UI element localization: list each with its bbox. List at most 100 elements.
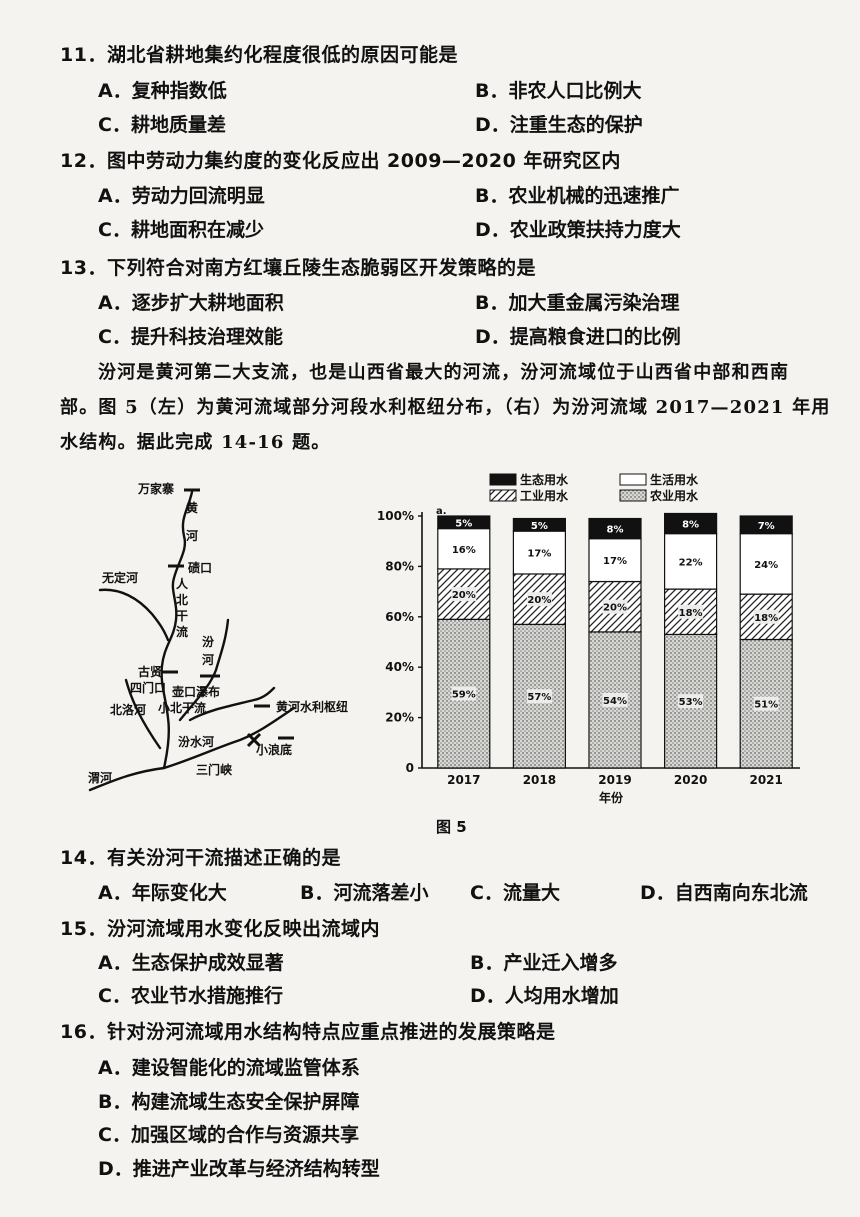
label-wudinghe: 无定河 [101,570,138,585]
q13-option-c: C．提升科技治理效能 [98,326,283,348]
lower-yellow-river-path [162,706,296,770]
q16-option-d: D．推进产业改革与经济结构转型 [98,1158,380,1180]
label-gan: 干 [176,609,188,623]
data-label-bg [451,541,477,556]
upper-east-path [188,686,276,722]
y-tick-label: 20% [385,711,414,725]
x-axis-title: 年份 [599,790,624,805]
beiluo-river-path [124,678,162,750]
bar-segment [664,512,718,535]
label-fenshui: 汾水河 [178,734,214,749]
passage-line-3: 水结构。据此完成 14-16 题。 [60,432,331,453]
data-label: 16% [452,545,476,556]
data-label: 59% [452,690,476,701]
x-tick-label: 2021 [749,773,782,787]
q15-stem: 15．汾河流域用水变化反映出流域内 [60,918,380,940]
label-fen: 汾 [202,634,214,649]
data-label-bg [602,692,628,707]
data-label-bg [753,609,779,624]
bar-segment [512,517,566,532]
data-label-bg [602,553,628,568]
q13-option-b: B．加大重金属污染治理 [475,292,680,314]
bar-segment [437,515,491,530]
wei-river-path [88,766,166,792]
label-sanmenxia: 三门峡 [196,762,232,777]
fen-river-path [178,618,230,722]
q15-option-b: B．产业迁入增多 [470,952,618,974]
q12-stem: 12．图中劳动力集约度的变化反应出 2009—2020 年研究区内 [60,150,621,172]
data-label: 20% [452,590,476,601]
q15-option-c: C．农业节水措施推行 [98,985,283,1007]
data-label: 54% [603,696,627,707]
data-label: 20% [527,595,551,606]
data-label-bg [526,592,552,607]
q16-option-b: B．构建流域生态安全保护屏障 [98,1091,360,1113]
q14-option-d: D．自西南向东北流 [640,882,808,904]
x-tick-label: 2017 [447,773,480,787]
data-label: 8% [607,525,624,536]
dam-sanmenxia-marker-2 [246,732,262,748]
passage-line-1: 汾河是黄河第二大支流，也是山西省最大的河流，汾河流域位于山西省中部和西南 [98,362,790,383]
q13-option-a: A．逐步扩大耕地面积 [98,292,284,314]
label-guxian: 古贤 [138,664,162,679]
figure-caption: 图 5 [436,818,467,836]
q14-option-b: B．河流落差小 [300,882,429,904]
q11-option-c: C．耕地质量差 [98,114,226,136]
bar-segment [588,517,642,540]
y-tick-label: 60% [385,610,414,624]
q12-option-d: D．农业政策扶持力度大 [475,219,681,241]
data-label: 53% [679,697,703,708]
q13-stem: 13．下列符合对南方红壤丘陵生态脆弱区开发策略的是 [60,257,536,279]
q12-option-c: C．耕地面积在减少 [98,219,264,241]
x-tick-label: 2019 [598,773,631,787]
label-liu: 流 [176,624,188,639]
data-label-bg [678,604,704,619]
data-label-bg [451,686,477,701]
yellow-river-path [160,490,194,770]
data-label: 17% [603,556,627,567]
label-he: 河 [185,528,198,543]
q14-stem: 14．有关汾河干流描述正确的是 [60,847,341,869]
data-label: 57% [527,692,551,703]
data-label-bg [753,556,779,571]
legend-swatch [619,489,647,502]
label-bei: 北 [176,592,188,607]
legend-swatch [489,473,517,486]
q15-option-a: A．生态保护成效显著 [98,952,284,974]
data-label: 24% [754,560,778,571]
label-xiaobeiganliu: 小北干流 [158,700,206,715]
label-ren: 人 [176,576,189,591]
passage-line-2: 部。图 5（左）为黄河流域部分河段水利枢纽分布，（右）为汾河流域 2017—20… [60,397,831,418]
q14-option-a: A．年际变化大 [98,882,227,904]
label-legend-dam: 黄河水利枢纽 [276,699,348,714]
data-label: 18% [679,608,703,619]
label-huang: 黄 [186,500,198,515]
y-tick-label: 40% [385,660,414,674]
data-label: 51% [754,700,778,711]
label-beiluohe: 北洛河 [110,702,146,717]
bar-segment [739,515,793,535]
data-label-bg [602,599,628,614]
data-label: 5% [531,521,548,532]
data-label: 18% [754,613,778,624]
label-weihe: 渭河 [88,770,112,785]
data-label-bg [526,545,552,560]
data-label-bg [451,587,477,602]
wuding-river-path [98,588,170,642]
data-label: 5% [455,518,472,529]
q11-option-d: D．注重生态的保护 [475,114,643,136]
q12-option-b: B．农业机械的迅速推广 [475,185,680,207]
data-label: 8% [682,520,699,531]
q16-stem: 16．针对汾河流域用水结构特点应重点推进的发展策略是 [60,1021,556,1043]
q11-option-b: B．非农人口比例大 [475,80,642,102]
legend-label: 工业用水 [520,488,569,503]
y-tick-label: 100% [377,509,414,523]
data-label: 17% [527,549,551,560]
q12-option-a: A．劳动力回流明显 [98,185,265,207]
panel-tag: a. [436,506,447,517]
water-structure-chart: 生态用水生活用水工业用水农业用水 020%40%60%80%100%年份a. 5… [377,472,800,805]
label-simenkou: 四门口 [130,680,166,695]
y-tick-label: 0 [406,761,414,775]
data-label-bg [678,694,704,709]
q16-option-a: A．建设智能化的流域监管体系 [98,1057,360,1079]
